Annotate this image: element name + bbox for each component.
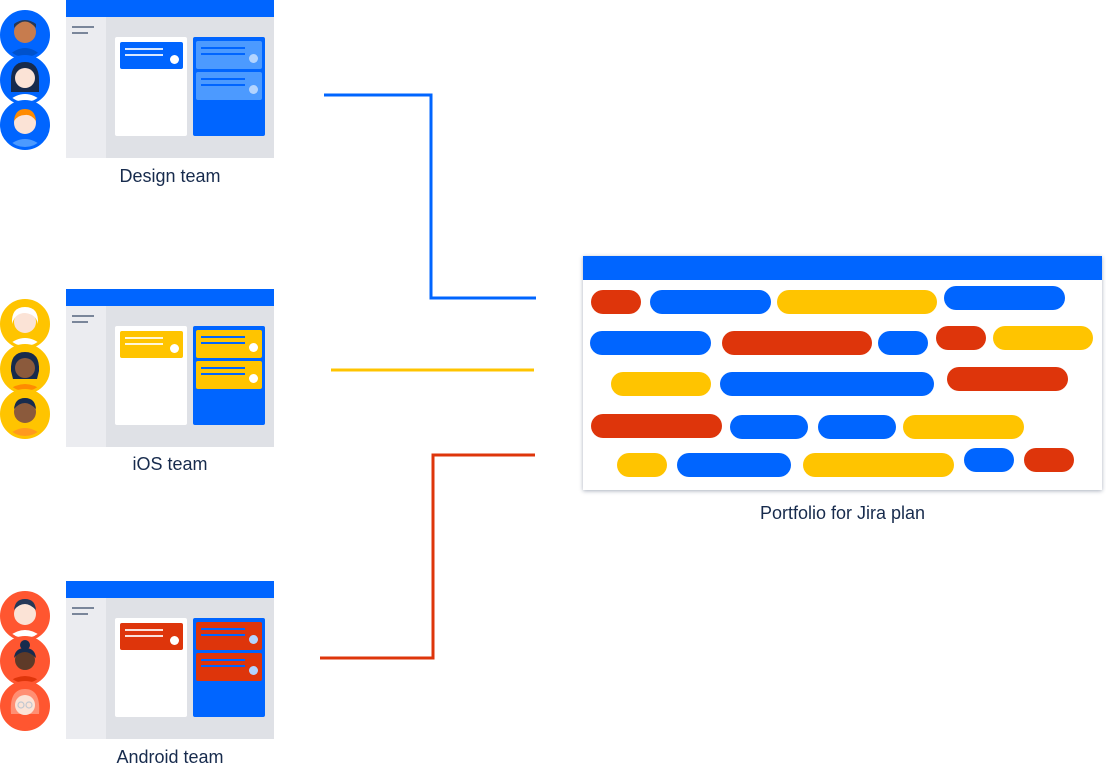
board-card [196,622,262,650]
board-card [120,623,183,650]
plan-bar [677,453,791,477]
board-topbar [66,0,274,17]
person-avatar-icon [0,10,50,60]
board-topbar [66,289,274,306]
board-sidebar [66,598,106,739]
plan-bar [730,415,808,439]
plan-bar [818,415,896,439]
board-card [196,72,262,100]
board-topbar [66,581,274,598]
plan-bar [903,415,1024,439]
plan-bar [947,367,1068,391]
menu-icon [72,321,88,323]
plan-bar [591,290,641,314]
ios-team-label: iOS team [132,454,208,474]
todo-column [115,37,187,136]
menu-icon [72,32,88,34]
portfolio-plan-window [583,256,1102,490]
plan-bar [1024,448,1074,472]
android-team-avatars [0,591,52,733]
person-avatar-icon [0,344,50,394]
plan-bar [936,326,986,350]
plan-bar [590,331,711,355]
person-avatar-icon [0,55,50,105]
ios-team-group: iOS team [0,289,290,489]
board-card [120,331,183,358]
portfolio-plan-label: Portfolio for Jira plan [759,503,926,523]
doing-column [193,326,265,425]
plan-bar [591,414,722,438]
plan-bar [720,372,934,396]
todo-column [115,326,187,425]
board-card [120,42,183,69]
design-team-label: Design team [119,166,221,186]
board-card [196,330,262,358]
android-connector [320,453,535,660]
board-sidebar [66,17,106,158]
design-connector [324,93,536,300]
plan-bar [722,331,872,355]
doing-column [193,618,265,717]
plan-bar [777,290,937,314]
person-avatar-icon [0,389,50,439]
person-avatar-icon [0,100,50,150]
design-team-avatars [0,10,52,152]
person-avatar-icon [0,299,50,349]
design-team-group: Design team [0,0,290,200]
plan-bar [617,453,667,477]
person-avatar-icon [0,591,50,641]
menu-icon [72,613,88,615]
plan-bar [878,331,928,355]
board-card [196,653,262,681]
plan-bar [944,286,1065,310]
plan-bar [964,448,1014,472]
android-team-label: Android team [116,747,224,767]
menu-icon [72,315,94,317]
ios-team-avatars [0,299,52,441]
menu-icon [72,607,94,609]
ios-team-board [66,289,274,447]
todo-column [115,618,187,717]
plan-bar [611,372,711,396]
design-team-board [66,0,274,158]
board-card [196,41,262,69]
doing-column [193,37,265,136]
person-avatar-icon [0,681,50,731]
menu-icon [72,26,94,28]
android-team-board [66,581,274,739]
plan-bar [803,453,954,477]
android-team-group: Android team [0,581,290,781]
person-avatar-icon [0,636,50,686]
plan-bar [993,326,1093,350]
board-card [196,361,262,389]
plan-topbar [583,256,1102,280]
board-sidebar [66,306,106,447]
plan-bar [650,290,771,314]
